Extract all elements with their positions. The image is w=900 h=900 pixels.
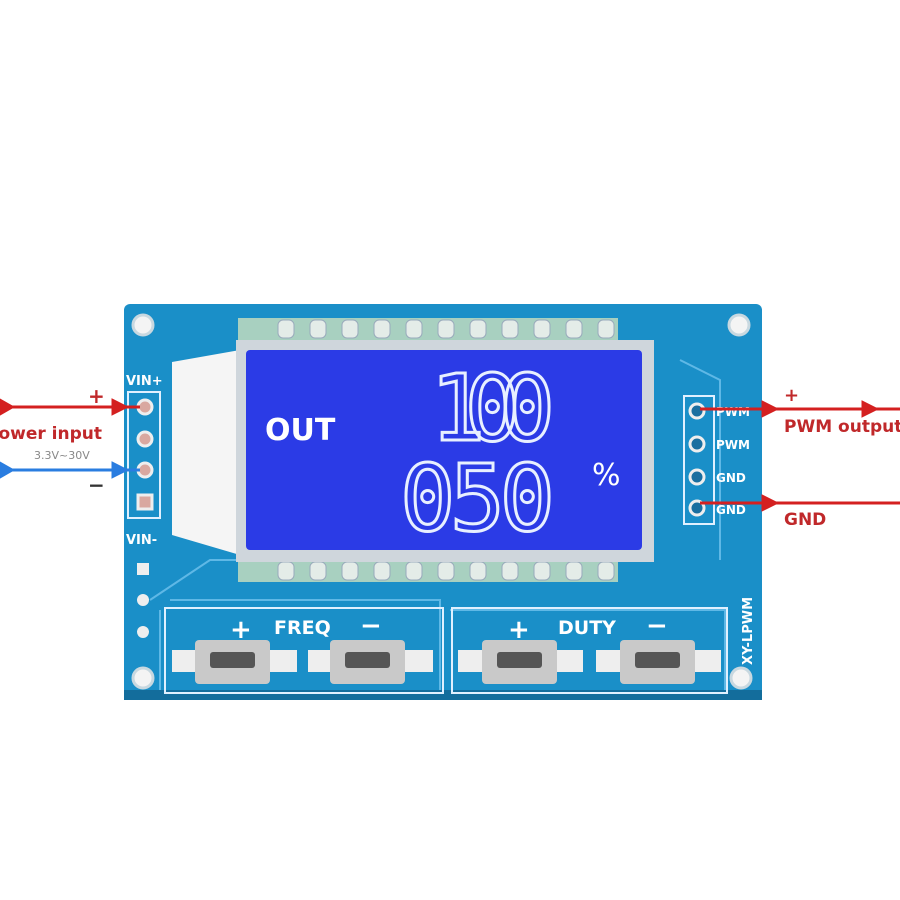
- lcd-pin: [501, 319, 519, 339]
- vin-minus-label: VIN-: [126, 533, 157, 548]
- lcd-out-label: OUT: [265, 413, 336, 448]
- lcd-pin: [309, 561, 327, 581]
- gnd-output-label: GND: [784, 510, 826, 530]
- lcd-frequency-readout: 100: [430, 355, 555, 462]
- pcb-traces: [149, 359, 726, 690]
- duty-minus-button[interactable]: [596, 640, 721, 684]
- lcd-pin: [501, 561, 519, 581]
- output-arrow-pwm: [700, 400, 900, 418]
- lcd-pin: [533, 561, 551, 581]
- model-label: XY-LPWM: [741, 597, 756, 665]
- lcd-pin: [597, 561, 615, 581]
- freq-plus-label: +: [230, 615, 252, 645]
- lcd-duty-readout: 050: [400, 445, 555, 552]
- lcd-pin: [405, 319, 423, 339]
- pin-label: PWM: [716, 405, 750, 419]
- lcd-pins-top: [238, 318, 618, 340]
- input-plus-label: +: [88, 384, 105, 408]
- freq-minus-button[interactable]: [308, 640, 433, 684]
- lcd-pin: [437, 561, 455, 581]
- pwm-output-label: PWM output: [784, 417, 900, 437]
- freq-minus-label: −: [360, 611, 382, 641]
- lcd-pin: [565, 561, 583, 581]
- lcd-pin: [597, 319, 615, 339]
- duty-plus-button[interactable]: [458, 640, 583, 684]
- lcd-pin: [565, 319, 583, 339]
- lcd-pin: [277, 561, 295, 581]
- freq-label: FREQ: [274, 617, 331, 639]
- pin-label: PWM: [716, 438, 750, 452]
- lcd-screen: [246, 350, 642, 550]
- input-arrow-negative: [0, 461, 140, 479]
- lcd-pin: [309, 319, 327, 339]
- lcd-pin: [277, 319, 295, 339]
- lcd-pin: [469, 561, 487, 581]
- power-input-label: Power input: [0, 424, 102, 444]
- output-plus-label: +: [784, 385, 799, 406]
- input-range-label: 3.3V~30V: [34, 449, 90, 462]
- mounting-holes: [131, 313, 753, 690]
- vin-plus-label: VIN+: [126, 374, 163, 389]
- lcd-pin: [469, 319, 487, 339]
- lcd-pin: [373, 561, 391, 581]
- lcd-pin: [405, 561, 423, 581]
- lcd-pin: [533, 319, 551, 339]
- freq-plus-button[interactable]: [172, 640, 297, 684]
- lcd-pin: [437, 319, 455, 339]
- input-minus-label: −: [88, 473, 105, 497]
- input-pins: [136, 398, 154, 511]
- lcd-pin: [341, 319, 359, 339]
- output-pins: [688, 402, 706, 517]
- pin-label: GND: [716, 503, 746, 517]
- pin-label: GND: [716, 471, 746, 485]
- output-arrow-gnd: [700, 494, 900, 512]
- lcd-pin: [341, 561, 359, 581]
- lcd-pins-bottom: [238, 560, 618, 582]
- duty-plus-label: +: [508, 615, 530, 645]
- lcd-connector: [172, 350, 240, 555]
- duty-minus-label: −: [646, 611, 668, 641]
- duty-label: DUTY: [558, 617, 616, 639]
- lcd-percent-unit: %: [592, 458, 621, 493]
- lcd-pin: [373, 319, 391, 339]
- input-arrow-positive: [0, 398, 140, 416]
